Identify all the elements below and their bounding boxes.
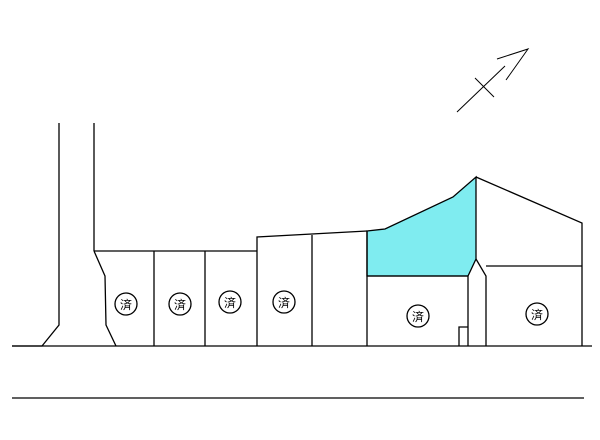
north-arrow-icon (456, 48, 530, 113)
side-road (12, 123, 95, 347)
lot-1-sold-stamp: 済 (114, 292, 138, 316)
svg-text:済: 済 (278, 295, 290, 310)
lot-2-sold-stamp: 済 (168, 292, 192, 316)
svg-text:済: 済 (224, 295, 236, 310)
svg-text:済: 済 (120, 297, 132, 312)
lot-7-sold-stamp: 済 (406, 304, 430, 328)
svg-text:済: 済 (531, 307, 543, 322)
lot-4-sold-stamp: 済 (272, 290, 296, 314)
lot-3-sold-stamp: 済 (218, 290, 242, 314)
lot-6-available[interactable] (366, 175, 477, 277)
svg-text:済: 済 (412, 309, 424, 324)
lot-boundaries (93, 176, 583, 347)
lot-8-sold-stamp: 済 (525, 302, 549, 326)
svg-text:済: 済 (174, 297, 186, 312)
